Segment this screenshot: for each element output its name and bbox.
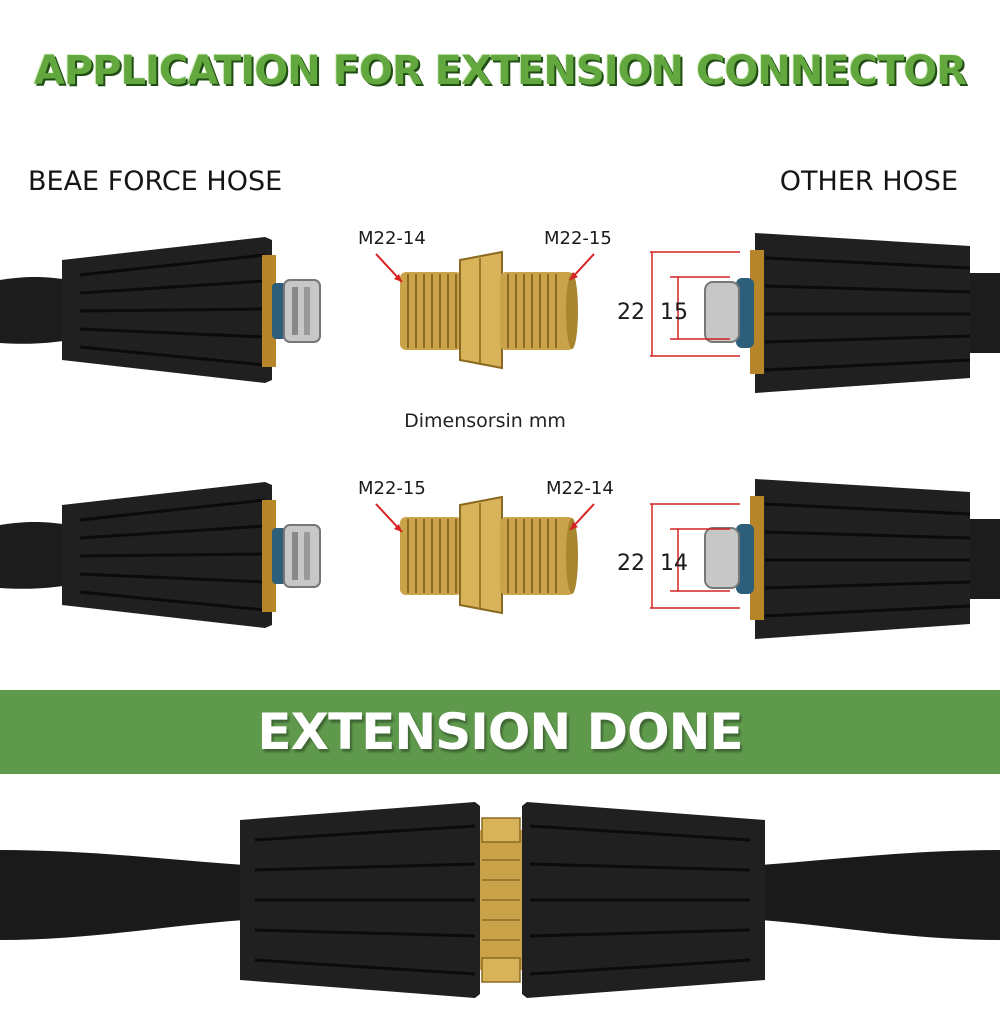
left-hose-label: BEAE FORCE HOSE (28, 166, 283, 197)
outer-diameter-row1: 22 (617, 300, 645, 325)
assembled-hose-image (0, 802, 1000, 998)
right-hose-row1-image (704, 233, 1000, 393)
connector-row1-right-thread-label: M22-15 (544, 228, 612, 249)
connector-row2-right-thread-label: M22-14 (546, 478, 614, 499)
arrow-row2-left (375, 503, 403, 533)
page-title: APPLICATION FOR EXTENSION CONNECTOR (33, 48, 967, 94)
outer-diameter-row2: 22 (617, 551, 645, 576)
dimensions-note: Dimensorsin mm (404, 410, 566, 432)
arrow-row1-left (375, 253, 403, 283)
dimension-lines-row1 (650, 251, 740, 357)
right-hose-row2-image (704, 479, 1000, 639)
left-hose-row1-image (0, 237, 321, 383)
connector-row2-left-thread-label: M22-15 (358, 478, 426, 499)
connector-row1-left-thread-label: M22-14 (358, 228, 426, 249)
inner-diameter-row1: 15 (660, 300, 688, 325)
connector-row1-image (400, 250, 578, 370)
right-hose-label: OTHER HOSE (779, 166, 958, 197)
left-hose-row2-image (0, 482, 321, 628)
banner-text: EXTENSION DONE (257, 703, 743, 761)
extension-done-banner: EXTENSION DONE (0, 690, 1000, 774)
arrow-row1-right (569, 253, 595, 281)
dimension-lines-row2 (650, 503, 740, 609)
arrow-row2-right (569, 503, 595, 531)
connector-row2-image (400, 495, 578, 615)
inner-diameter-row2: 14 (660, 551, 688, 576)
